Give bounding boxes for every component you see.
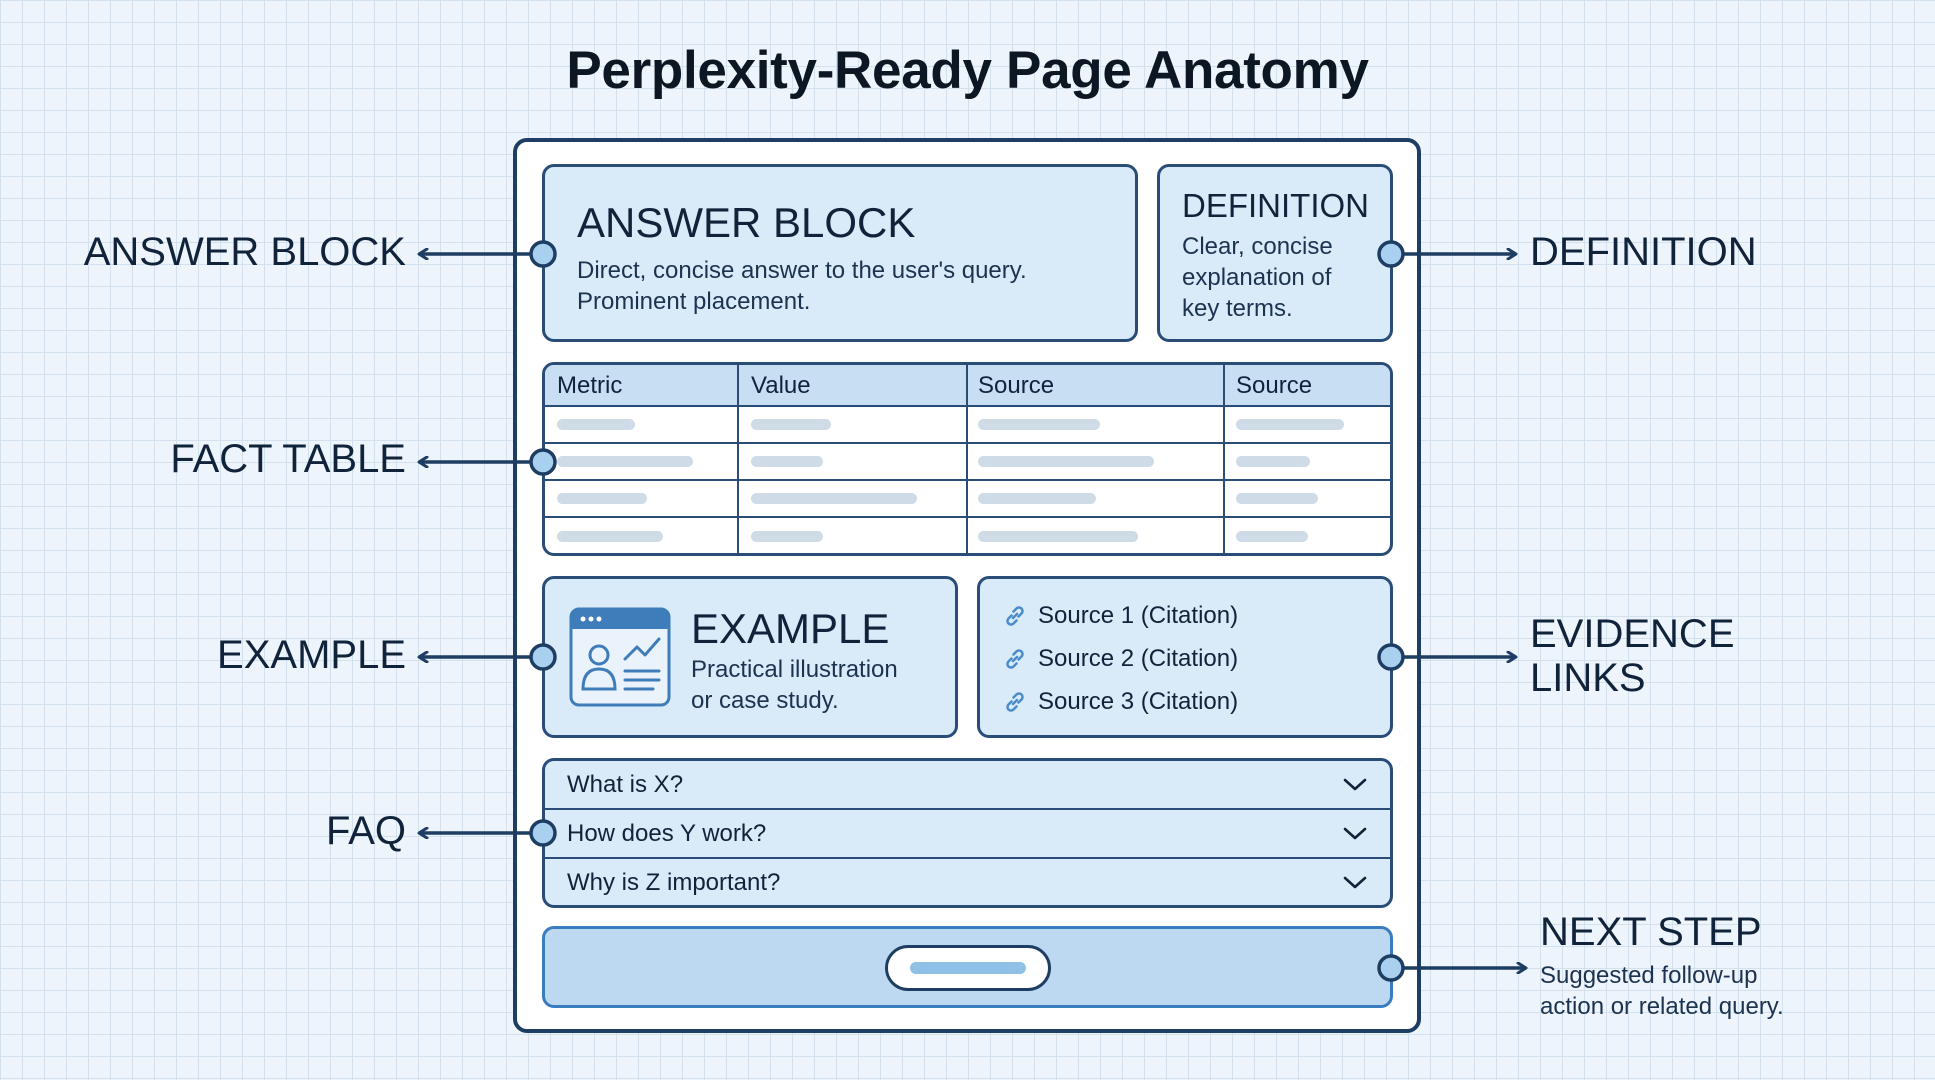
fact-table-row-divider [545,479,1390,481]
connector-answer-block [420,240,557,268]
label-next-step: NEXT STEP [1540,910,1762,954]
fact-table-col-divider [966,365,968,553]
answer-block-card: ANSWER BLOCK Direct, concise answer to t… [542,164,1138,342]
faq-question-1: What is X? [567,771,684,798]
evidence-links-card: Source 1 (Citation) Source 2 (Citation) … [977,576,1393,738]
link-icon [1006,692,1024,712]
table-cell-placeholder [978,493,1096,504]
faq-divider [545,808,1390,810]
faq-question-2: How does Y work? [567,820,767,847]
example-text-line1: Practical illustration [691,656,898,683]
table-cell-placeholder [751,419,831,430]
label-evidence-links: EVIDENCE LINKS [1530,612,1735,700]
fact-table-row-divider [545,516,1390,518]
definition-heading: DEFINITION [1182,187,1369,224]
evidence-link-1[interactable]: Source 1 (Citation) [1002,601,1238,631]
fact-table-header-value: Value [751,372,811,399]
table-cell-placeholder [557,531,663,542]
evidence-link-1-text: Source 1 (Citation) [1038,602,1239,629]
dashboard-profile-icon [569,607,671,707]
faq-accordion: What is X? How does Y work? Why is Z imp… [542,758,1393,908]
fact-table: Metric Value Source Source [542,362,1393,556]
connector-evidence-links [1377,643,1515,671]
link-icon [1006,606,1024,626]
example-text-line2: or case study. [691,687,839,714]
answer-block-heading: ANSWER BLOCK [577,199,916,246]
diagram-title: Perplexity-Ready Page Anatomy [566,41,1369,100]
next-step-button[interactable] [885,945,1051,991]
chevron-down-icon [1343,827,1367,840]
evidence-link-2[interactable]: Source 2 (Citation) [1002,644,1238,674]
table-cell-placeholder [1236,493,1318,504]
connector-definition [1377,240,1515,268]
table-cell-placeholder [1236,456,1310,467]
fact-table-header-source-2: Source [1236,372,1313,399]
label-example: EXAMPLE [217,633,406,677]
table-cell-placeholder [751,493,917,504]
faq-item-2[interactable]: How does Y work? [545,810,1390,858]
evidence-link-2-text: Source 2 (Citation) [1038,645,1239,672]
fact-table-header-metric: Metric [557,372,623,399]
table-cell-placeholder [1236,419,1344,430]
definition-text: Clear, concise explanation of key terms. [1182,231,1382,324]
definition-text-line2: explanation of [1182,264,1332,291]
fact-table-col-divider [1223,365,1225,553]
table-cell-placeholder [557,456,693,467]
label-next-step-desc: Suggested follow-up action or related qu… [1540,960,1784,1022]
label-faq: FAQ [325,809,406,853]
fact-table-col-divider [737,365,739,553]
definition-text-line3: key terms. [1182,295,1293,322]
connector-faq [420,819,557,847]
example-heading: EXAMPLE [691,605,890,652]
faq-item-1[interactable]: What is X? [545,761,1390,809]
table-cell-placeholder [978,419,1100,430]
definition-text-line1: Clear, concise [1182,233,1333,260]
definition-card: DEFINITION Clear, concise explanation of… [1157,164,1393,342]
chevron-down-icon [1343,778,1367,791]
connector-fact-table [420,448,557,476]
table-cell-placeholder [557,419,635,430]
table-cell-placeholder [1236,531,1308,542]
table-cell-placeholder [751,456,823,467]
evidence-link-3-text: Source 3 (Citation) [1038,688,1239,715]
connector-example [420,643,557,671]
label-next-step-desc-line1: Suggested follow-up [1540,962,1758,989]
next-step-button-placeholder [910,962,1026,974]
next-step-bar [542,926,1393,1008]
chevron-down-icon [1343,876,1367,889]
connector-next-step [1377,954,1525,982]
example-card: EXAMPLE Practical illustration or case s… [542,576,958,738]
answer-block-text-line1: Direct, concise answer to the user's que… [577,257,1027,284]
label-evidence-links-line1: EVIDENCE [1530,612,1735,656]
faq-question-3: Why is Z important? [567,869,781,896]
table-cell-placeholder [751,531,823,542]
faq-divider [545,857,1390,859]
table-cell-placeholder [557,493,647,504]
fact-table-row-divider [545,442,1390,444]
table-cell-placeholder [978,531,1138,542]
label-definition: DEFINITION [1530,230,1757,274]
fact-table-header-source: Source [978,372,1055,399]
label-evidence-links-line2: LINKS [1530,656,1646,700]
evidence-link-3[interactable]: Source 3 (Citation) [1002,687,1238,717]
label-next-step-desc-line2: action or related query. [1540,993,1784,1020]
label-fact-table: FACT TABLE [170,437,406,481]
link-icon [1006,649,1024,669]
label-answer-block: ANSWER BLOCK [83,230,406,274]
answer-block-text: Direct, concise answer to the user's que… [577,255,1117,317]
table-cell-placeholder [978,456,1154,467]
faq-item-3[interactable]: Why is Z important? [545,859,1390,905]
answer-block-text-line2: Prominent placement. [577,288,811,315]
example-text: Practical illustration or case study. [691,654,941,716]
